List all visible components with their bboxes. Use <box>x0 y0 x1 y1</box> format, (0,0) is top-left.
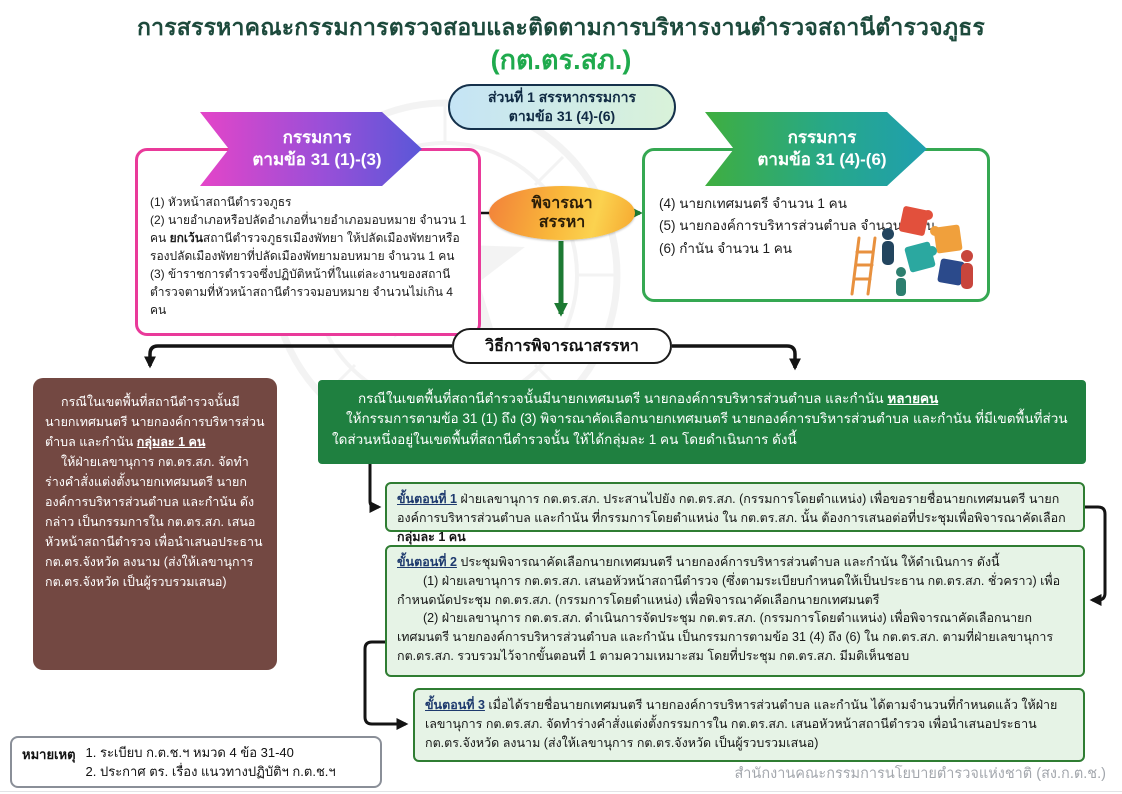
case-multiple-paragraph-2: ให้กรรมการตามข้อ 31 (1) ถึง (3) พิจารณาค… <box>332 411 1068 447</box>
section-pill-line2: ตามข้อ 31 (4)-(6) <box>508 108 616 124</box>
step-1-text: ฝ่ายเลขานุการ กต.ตร.สภ. ประสานไปยัง กต.ต… <box>397 492 1066 525</box>
banner-committee-4-6: กรรมการ ตามข้อ 31 (4)-(6) <box>705 112 927 186</box>
banner-right-line1: กรรมการ <box>787 127 857 147</box>
step-2-intro: ขั้นตอนที่ 2 ประชุมพิจารณาคัดเลือกนายกเท… <box>397 555 1000 569</box>
case-single-group-box: กรณีในเขตพื้นที่สถานีตำรวจนั้นมีนายกเทศม… <box>33 378 277 670</box>
footer-agency: สำนักงานคณะกรรมการนโยบายตำรวจแห่งชาติ (ส… <box>734 766 1106 782</box>
step-3-text: เมื่อได้รายชื่อนายกเทศมนตรี นายกองค์การบ… <box>425 698 1058 750</box>
banner-left-line1: กรรมการ <box>282 127 352 147</box>
committee-4-6-box: (4) นายกเทศมนตรี จำนวน 1 คน (5) นายกองค์… <box>642 148 990 302</box>
note-line-1: 1. ระเบียบ ก.ต.ช.ฯ หมวด 4 ข้อ 31-40 <box>85 745 294 760</box>
case-single-paragraph-1: กรณีในเขตพื้นที่สถานีตำรวจนั้นมีนายกเทศม… <box>45 395 265 449</box>
method-pill-label: วิธีการพิจารณาสรรหา <box>485 337 639 355</box>
method-pill: วิธีการพิจารณาสรรหา <box>452 328 672 364</box>
note-label: หมายเหตุ <box>22 747 76 762</box>
consider-line1: พิจารณา <box>531 194 593 212</box>
note-line-2: 2. ประกาศ ตร. เรื่อง แนวทางปฏิบัติฯ ก.ต.… <box>85 763 336 779</box>
case-multiple-paragraph-1: กรณีในเขตพื้นที่สถานีตำรวจนั้นมีนายกเทศม… <box>358 391 939 406</box>
arrow-step1-to-step2 <box>1085 505 1107 606</box>
committee-item-4: (4) นายกเทศมนตรี จำนวน 1 คน <box>659 196 847 211</box>
committee-item-2: (2) นายอำเภอหรือปลัดอำเภอที่นายอำเภอมอบห… <box>150 213 467 263</box>
case-multiple-candidates-box: กรณีในเขตพื้นที่สถานีตำรวจนั้นมีนายกเทศม… <box>318 380 1086 464</box>
step-2-box: ขั้นตอนที่ 2 ประชุมพิจารณาคัดเลือกนายกเท… <box>385 545 1085 677</box>
committee-item-6: (6) กำนัน จำนวน 1 คน <box>659 240 793 256</box>
banner-left-line2: ตามข้อ 31 (1)-(3) <box>252 150 382 169</box>
committee-item-5: (5) นายกองค์การบริหารส่วนตำบล จำนวน 1 คน <box>659 218 936 234</box>
note-lines: 1. ระเบียบ ก.ต.ช.ฯ หมวด 4 ข้อ 31-40 2. ป… <box>86 744 336 780</box>
arrow-method-to-multiple-case <box>672 344 801 371</box>
case-single-paragraph-2: ให้ฝ่ายเลขานุการ กต.ตร.สภ. จัดทำร่างคำสั… <box>45 455 263 589</box>
committee-item-1: (1) หัวหน้าสถานีตำรวจภูธร <box>150 195 292 209</box>
page-title: การสรรหาคณะกรรมการตรวจสอบและติดตามการบริ… <box>137 14 985 40</box>
bottom-divider <box>0 791 1122 792</box>
step-3-label: ขั้นตอนที่ 3 <box>425 698 485 712</box>
note-box: หมายเหตุ 1. ระเบียบ ก.ต.ช.ฯ หมวด 4 ข้อ 3… <box>10 736 382 788</box>
banner-right-line2: ตามข้อ 31 (4)-(6) <box>757 150 887 169</box>
committee-item-3: (3) ข้าราชการตำรวจซึ่งปฏิบัติหน้าที่ในแต… <box>150 267 453 317</box>
step-2-sub-1: (1) ฝ่ายเลขานุการ กต.ตร.สภ. เสนอหัวหน้าส… <box>397 573 1061 607</box>
consider-line2: สรรหา <box>538 214 586 231</box>
step-1-box: ขั้นตอนที่ 1 ฝ่ายเลขานุการ กต.ตร.สภ. ประ… <box>385 482 1085 544</box>
page-subtitle: (กต.ตร.สภ.) <box>490 45 632 75</box>
step-2-sub-2: (2) ฝ่ายเลขานุการ กต.ตร.สภ. ดำเนินการจัด… <box>397 611 1054 663</box>
arrow-case-to-step1 <box>368 464 382 513</box>
teamwork-puzzle-illustration <box>850 206 973 296</box>
step-1-bold: กลุ่มละ 1 คน <box>397 529 466 544</box>
section-pill: ส่วนที่ 1 สรรหากรรมการ ตามข้อ 31 (4)-(6) <box>448 84 676 130</box>
consider-selection-oval: พิจารณา สรรหา <box>489 186 635 240</box>
banner-committee-1-3: กรรมการ ตามข้อ 31 (1)-(3) <box>200 112 422 186</box>
step-3-box: ขั้นตอนที่ 3 เมื่อได้รายชื่อนายกเทศมนตรี… <box>413 688 1085 762</box>
step-1-label: ขั้นตอนที่ 1 <box>397 492 457 506</box>
section-pill-line1: ส่วนที่ 1 สรรหากรรมการ <box>487 89 637 106</box>
